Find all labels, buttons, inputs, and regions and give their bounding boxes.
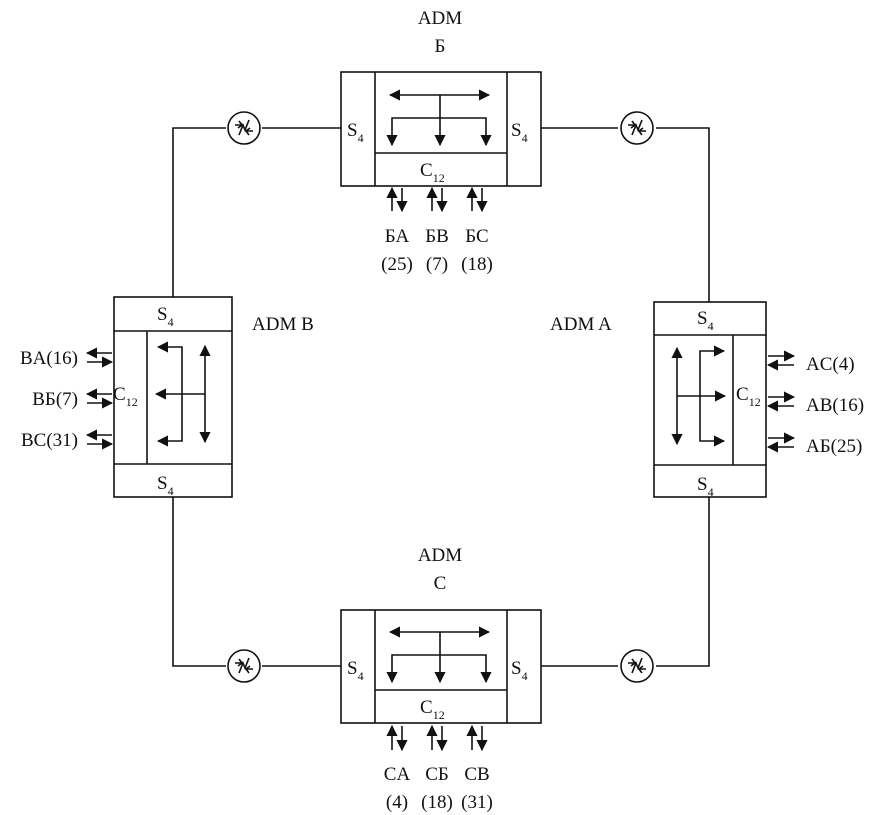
node-c-cross-connect: C12 [420, 697, 445, 722]
node-v-cross-connect: C12 [113, 384, 138, 409]
node-v-south-port: S4 [157, 473, 174, 498]
node-a-cross-connect: C12 [736, 384, 761, 409]
node-b-subtitle: Б [435, 36, 446, 57]
node-c-east-port: S4 [511, 658, 528, 683]
regenerator-icon [620, 649, 654, 683]
regenerator-icon [620, 111, 654, 145]
trib-c-slot: (18) [421, 792, 453, 813]
trib-c-slot: (31) [461, 792, 493, 813]
trib-a-label: AБ(25) [806, 436, 862, 457]
ring-links [172, 127, 710, 667]
trib-a-label: AB(16) [806, 395, 864, 416]
trib-v-label: BБ(7) [32, 389, 78, 410]
trib-v-label: BA(16) [20, 348, 78, 369]
node-v-title: ADM B [252, 314, 314, 335]
node-b-east-port: S4 [511, 120, 528, 145]
trib-b-name: БА [385, 226, 410, 247]
trib-c-name: CB [464, 764, 489, 785]
trib-b-slot: (7) [426, 254, 448, 275]
link-b-to-a [656, 127, 710, 302]
link-v-to-c [172, 497, 226, 667]
trib-b-slot: (18) [461, 254, 493, 275]
trib-c-slot: (4) [386, 792, 408, 813]
node-c-west-port: S4 [347, 658, 364, 683]
link-b-to-v [172, 127, 226, 297]
trib-b-name: БС [465, 226, 488, 247]
trib-c-name: CA [384, 764, 411, 785]
adm-node-b: ADM Б S4 S4 C12 БА БВ БС (25) (7) (18) [340, 8, 542, 275]
link-a-to-c [656, 497, 710, 667]
node-a-title: ADM A [550, 314, 612, 335]
node-c-subtitle: C [434, 573, 447, 594]
trib-b-name: БВ [425, 226, 449, 247]
trib-b-slot: (25) [381, 254, 413, 275]
trib-c-name: CБ [425, 764, 449, 785]
adm-node-c: ADM C S4 S4 C12 CA CБ CB (4) (18) (31) [340, 545, 542, 813]
trib-a-label: AC(4) [806, 354, 855, 375]
node-v-north-port: S4 [157, 304, 174, 329]
node-b-title: ADM [418, 8, 462, 29]
trib-v-label: BC(31) [21, 430, 78, 451]
node-a-north-port: S4 [697, 308, 714, 333]
adm-node-a: ADM A S4 S4 C12 AC(4) AB(16) AБ(25) [550, 301, 864, 499]
node-a-south-port: S4 [697, 474, 714, 499]
regenerator-icon [227, 111, 261, 145]
node-b-west-port: S4 [347, 120, 364, 145]
regenerator-icon [227, 649, 261, 683]
node-c-title: ADM [418, 545, 462, 566]
node-b-cross-connect: C12 [420, 160, 445, 185]
adm-node-v: ADM B S4 S4 C12 BA(16) BБ(7) BC(31) [20, 296, 314, 498]
